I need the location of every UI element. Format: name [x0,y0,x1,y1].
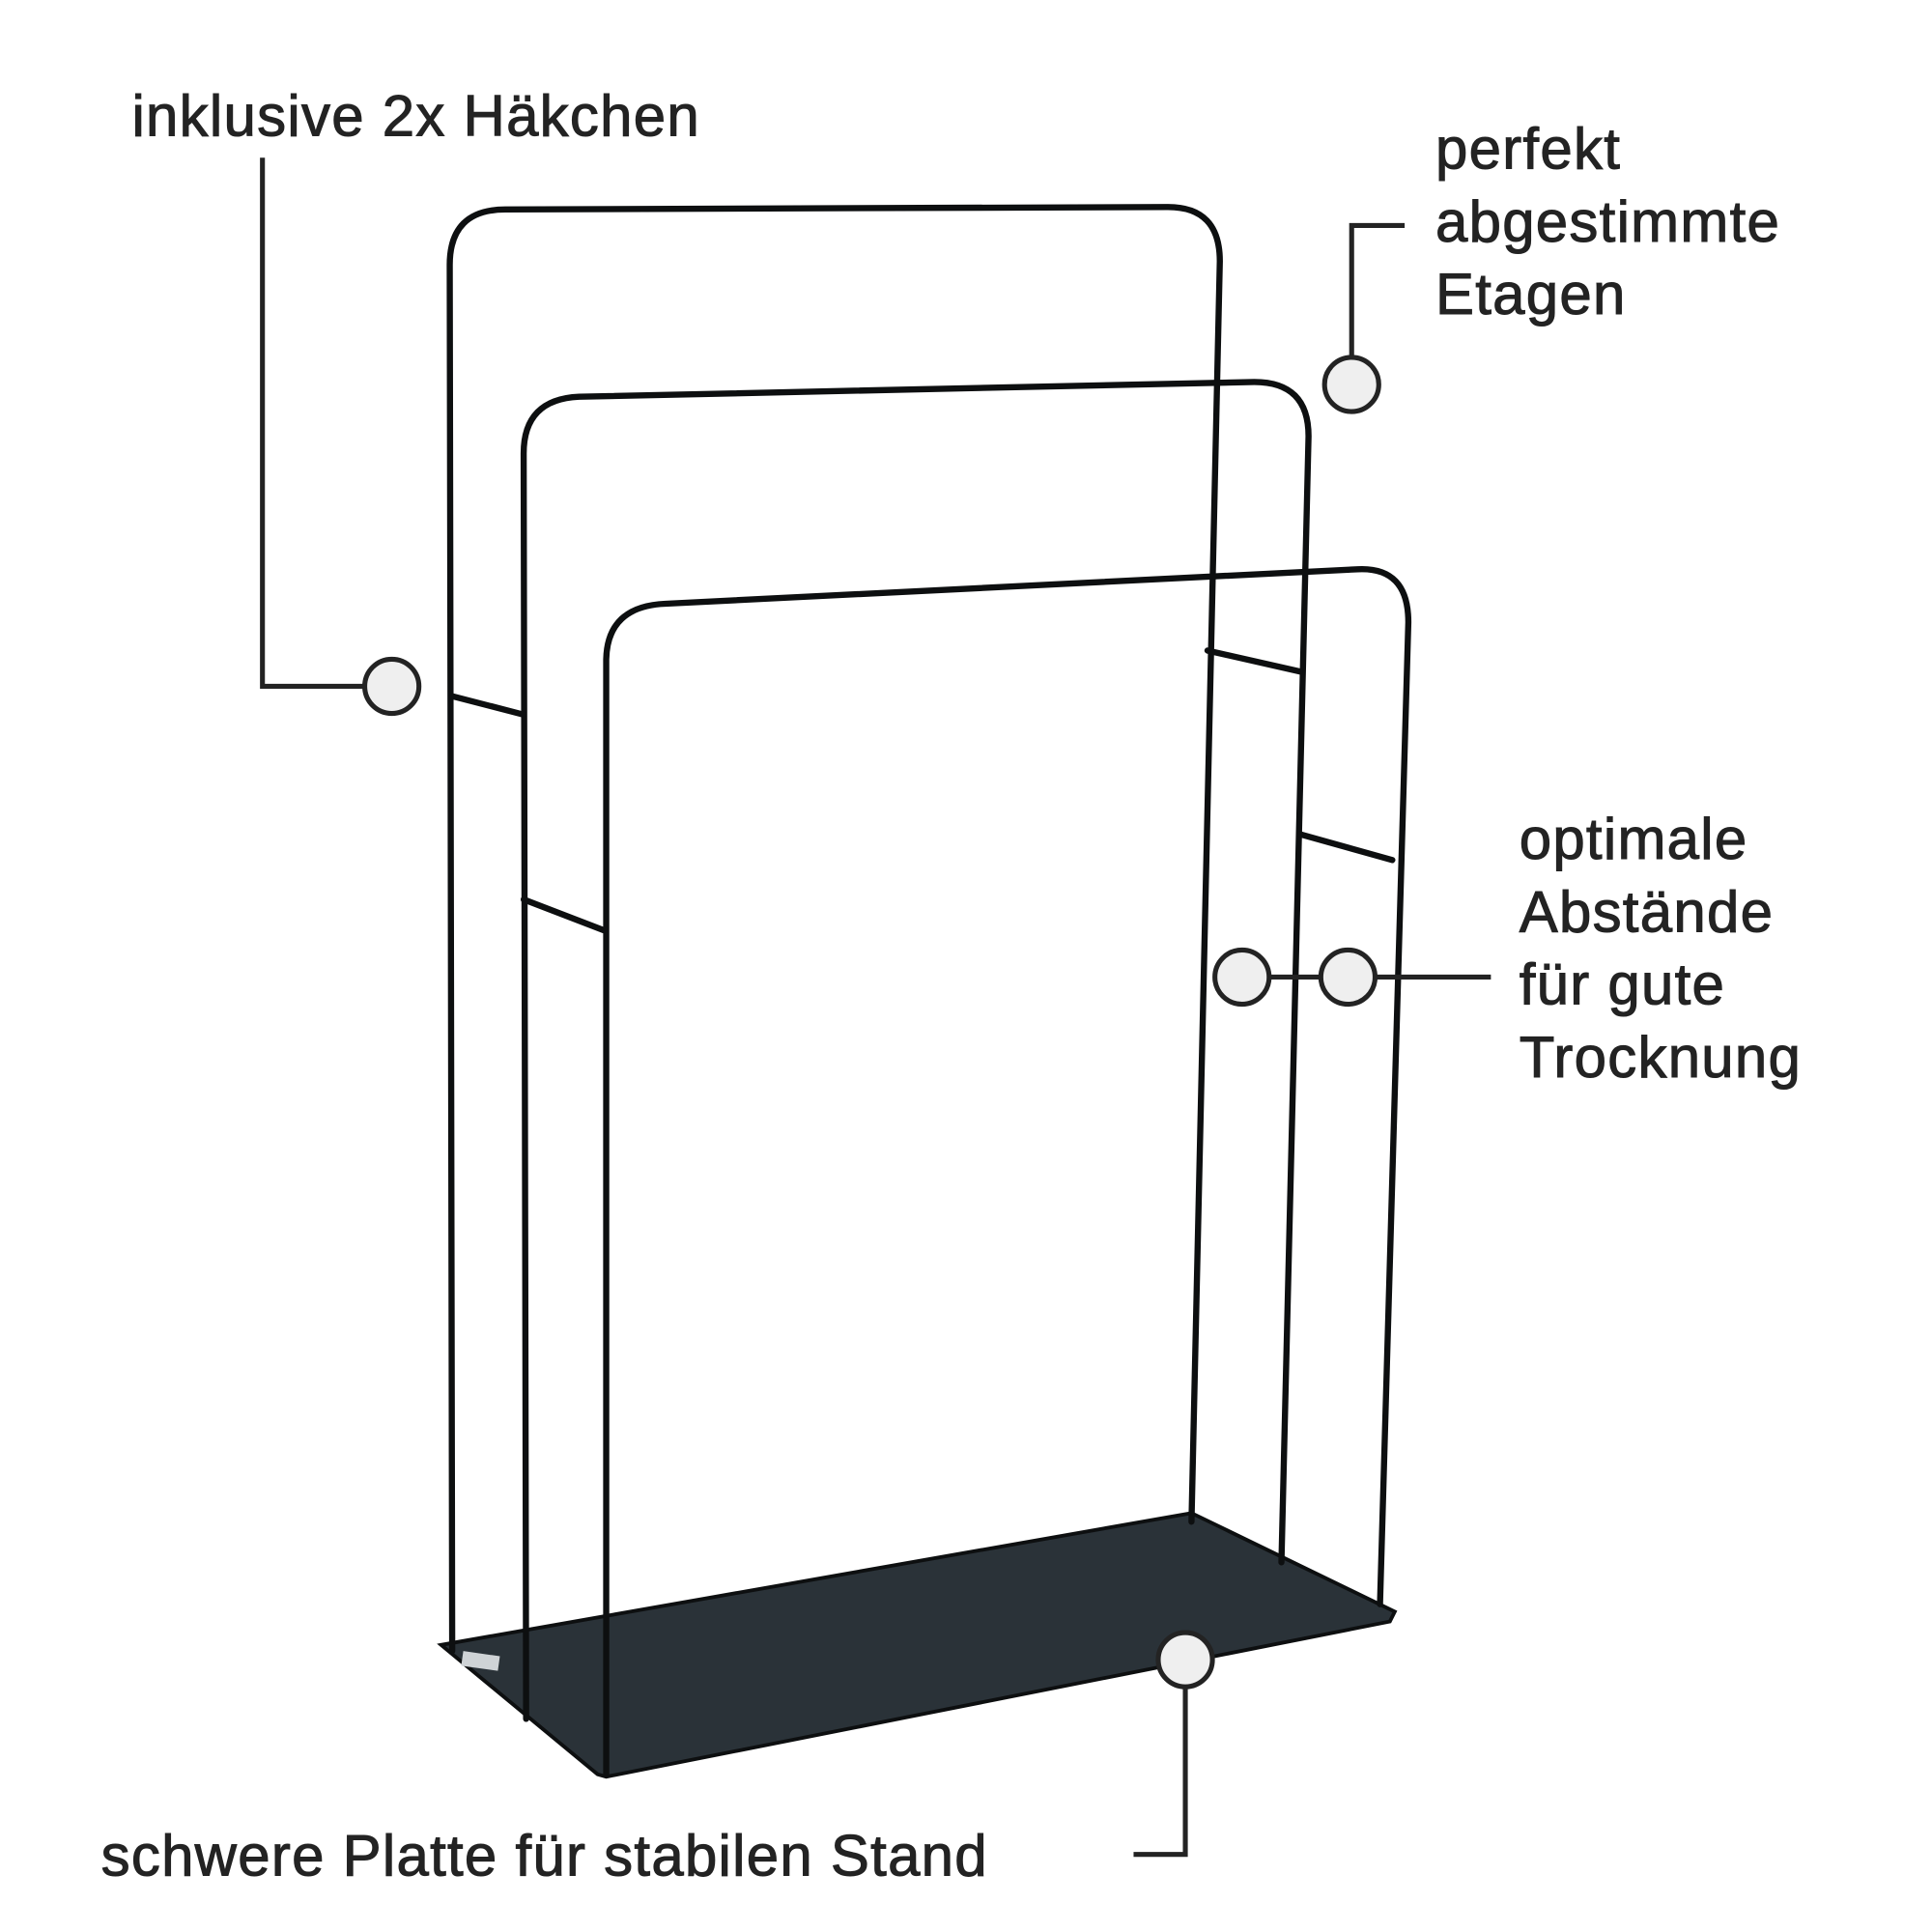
callout-levels-text: perfekt [1435,117,1621,182]
callout-hooks-marker [362,656,422,717]
callout-spacing-marker [1318,947,1378,1008]
callout-base-marker [1155,1630,1215,1690]
callout-hooks-text: inklusive 2x Häkchen [131,83,700,148]
callout-spacing-text: optimale [1520,807,1748,871]
hook-connector [520,895,608,934]
callout-levels-marker [1321,355,1381,414]
callout-levels-text: abgestimmte [1435,189,1780,254]
hook-connector [448,693,527,718]
callout-levels-leader [1349,222,1406,357]
callout-spacing-text: Abstände [1520,879,1774,944]
base-plate [437,1511,1398,1779]
spacer-connector [1296,831,1396,864]
callout-hooks-leader [260,157,365,690]
callout-spacing-text: Trocknung [1520,1025,1802,1090]
rack-frame-middle [520,379,1312,1722]
rack-frame-front [603,566,1412,1777]
callout-spacing-marker [1212,947,1272,1008]
plate-label-sticker [461,1651,500,1671]
spacer-connector [1204,647,1303,675]
callout-base-leader [1133,1687,1188,1858]
callout-base-text: schwere Platte für stabilen Stand [101,1823,988,1888]
callout-levels-text: Etagen [1435,262,1627,327]
callout-spacing-text: für gute [1520,952,1725,1017]
rack-frame-back [446,204,1223,1655]
